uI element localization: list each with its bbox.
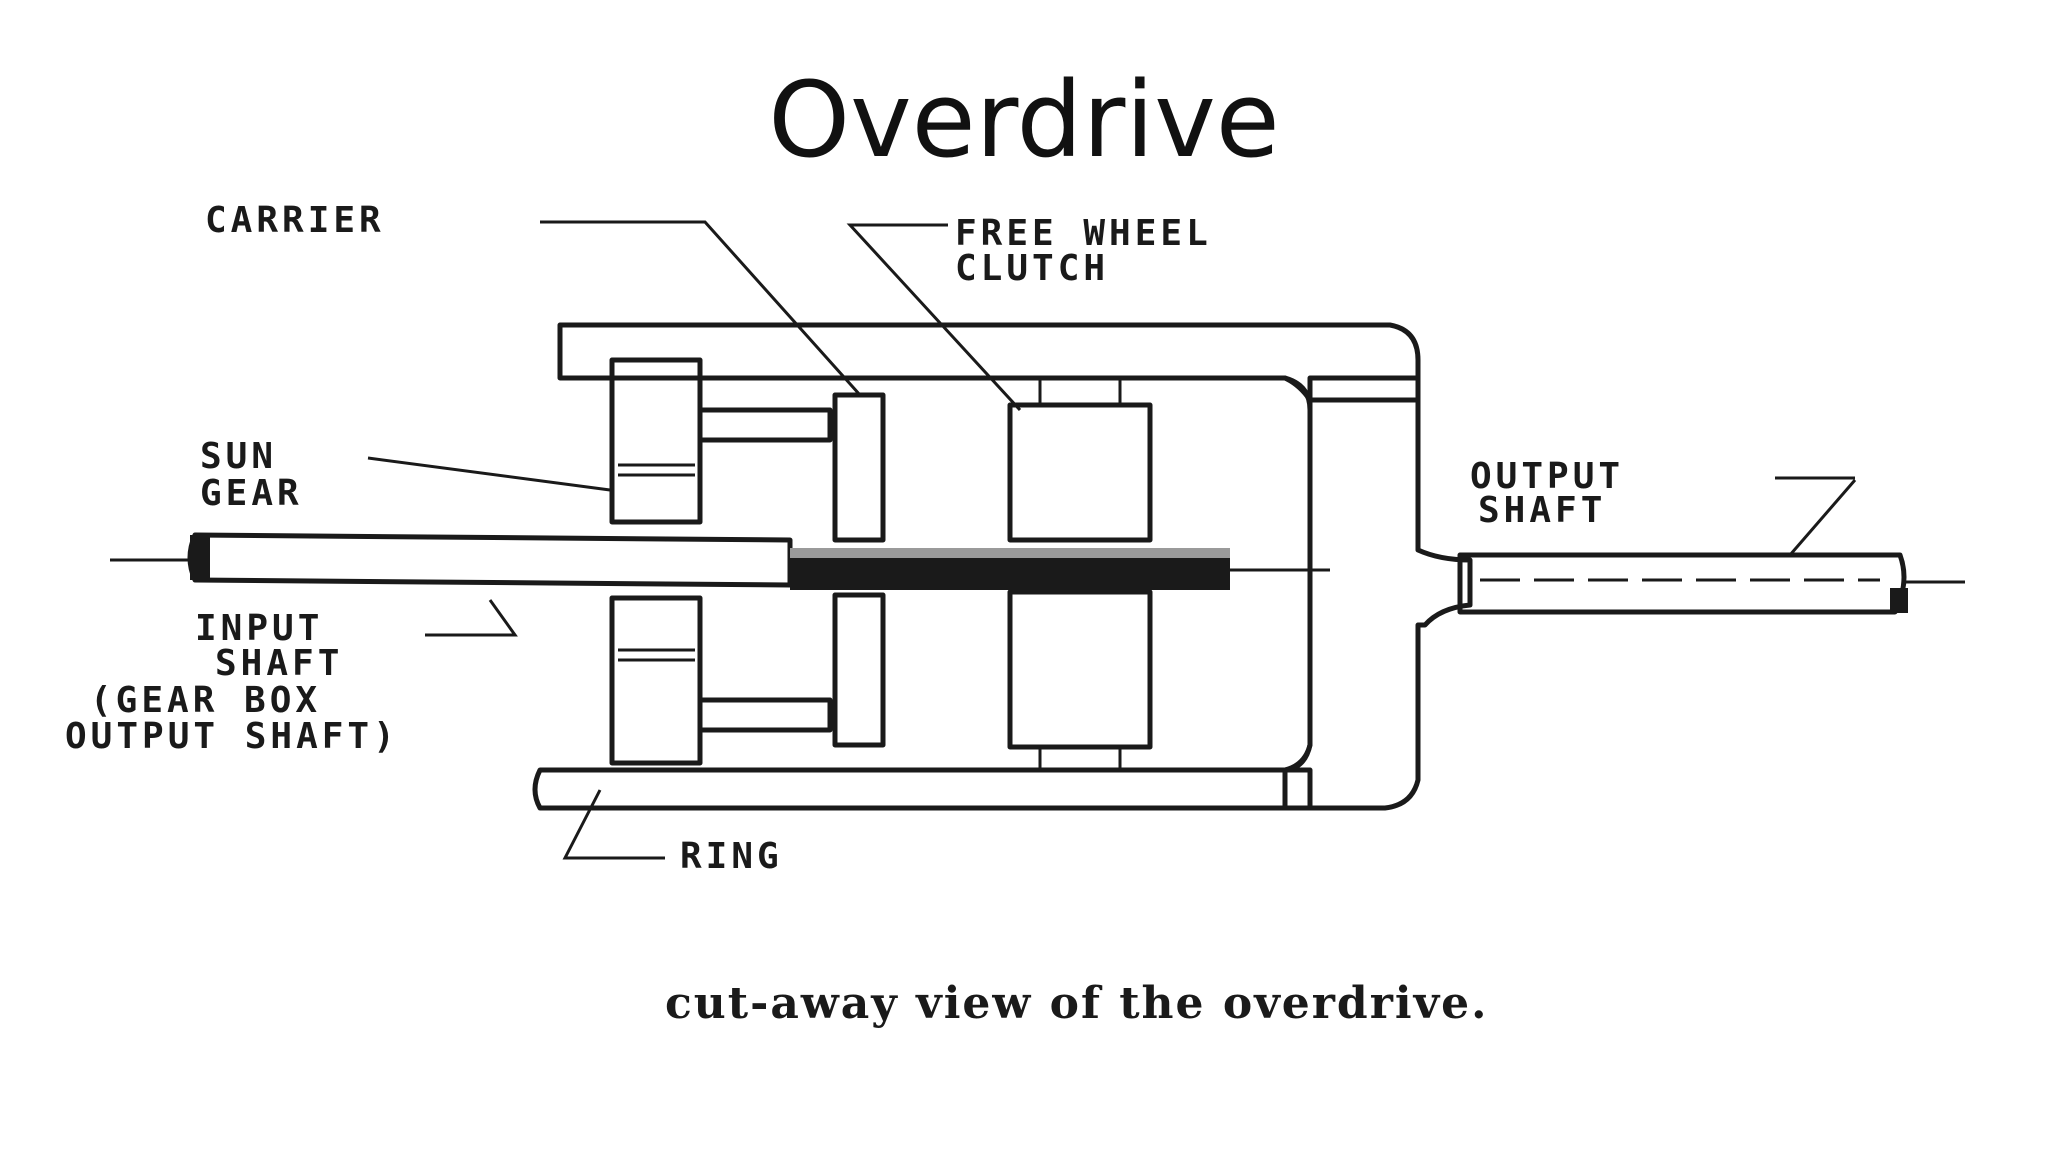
label-sun-gear-2: GEAR	[200, 473, 303, 514]
slide-title: Overdrive	[768, 59, 1280, 181]
label-input-shaft-4: OUTPUT SHAFT)	[65, 716, 399, 757]
housing	[532, 322, 1473, 811]
output-shaft	[1457, 552, 1965, 615]
label-free-wheel-clutch-2: CLUTCH	[955, 248, 1109, 289]
diagram-caption: cut-away view of the overdrive.	[665, 978, 1488, 1029]
label-input-shaft-2: SHAFT	[215, 643, 343, 684]
label-output-shaft-2: SHAFT	[1478, 490, 1606, 531]
label-input-shaft-1: INPUT	[195, 608, 323, 649]
sun-gear	[609, 357, 703, 766]
label-output-shaft-1: OUTPUT	[1470, 456, 1624, 497]
input-shaft	[110, 532, 1330, 590]
label-input-shaft-3: (GEAR BOX	[90, 680, 321, 721]
label-ring: RING	[680, 836, 783, 877]
label-sun-gear-1: SUN	[200, 436, 277, 477]
free-wheel-clutch	[1007, 376, 1153, 772]
leader-lines	[367, 220, 1857, 860]
label-free-wheel-clutch-1: FREE WHEEL	[955, 213, 1212, 254]
label-carrier: CARRIER	[205, 200, 385, 241]
